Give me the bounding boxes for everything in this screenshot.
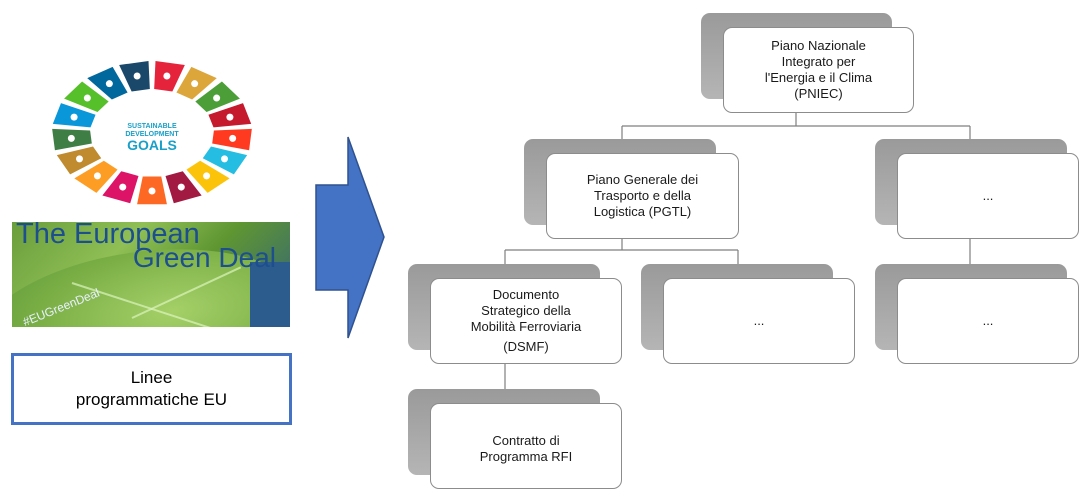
sdg-line2: DEVELOPMENT <box>125 131 179 138</box>
sdg-goal-icon <box>148 187 156 195</box>
pniec-line: (PNIEC) <box>794 86 843 101</box>
linee-programmatiche-box: Linee programmatiche EU <box>11 353 292 425</box>
pgtl-line: Logistica (PGTL) <box>593 204 692 219</box>
dsmf-line: Documento <box>492 287 560 302</box>
node-pniec: Piano Nazionale Integrato per l'Energia … <box>701 13 914 113</box>
right-top-text: ... <box>982 188 994 203</box>
node-dsmf-box: Documento Strategico della Mobilità Ferr… <box>430 278 622 364</box>
node-pniec-box: Piano Nazionale Integrato per l'Energia … <box>723 27 914 113</box>
sdg-goal-icon <box>163 72 171 80</box>
sdg-goal-icon <box>226 113 234 121</box>
node-pgtl-box: Piano Generale dei Trasporto e della Log… <box>546 153 739 239</box>
dsmf-line: Mobilità Ferroviaria <box>470 319 582 334</box>
right-arrow-icon <box>315 136 385 339</box>
dsmf-line: (DSMF) <box>503 339 549 354</box>
dsmf-line: Strategico della <box>481 303 571 318</box>
node-rfi-box: Contratto di Programma RFI <box>430 403 622 489</box>
sdg-goal-icon <box>119 183 127 191</box>
green-deal-title-line1: The European <box>16 222 200 250</box>
node-dsmf: Documento Strategico della Mobilità Ferr… <box>408 264 622 364</box>
sdg-wheel-logo: SUSTAINABLE DEVELOPMENT GOALS <box>52 61 252 205</box>
sdg-goal-icon <box>221 155 229 163</box>
node-right-bottom-box: ... <box>897 278 1079 364</box>
connector-pniec-children <box>621 112 971 140</box>
eu-flag-corner <box>250 262 290 327</box>
linee-line2: programmatiche EU <box>75 390 228 409</box>
sdg-line3: GOALS <box>127 137 177 153</box>
sdg-goal-icon <box>203 172 211 180</box>
pgtl-line: Piano Generale dei <box>586 172 699 187</box>
linee-line1: Linee <box>130 368 173 387</box>
sdg-goal-icon <box>229 134 237 142</box>
node-right-top-box: ... <box>897 153 1079 239</box>
node-right-bottom: ... <box>875 264 1079 364</box>
pniec-line: l'Energia e il Clima <box>764 70 873 85</box>
sdg-goal-icon <box>213 94 221 102</box>
pgtl-line: Trasporto e della <box>593 188 692 203</box>
sdg-goal-icon <box>133 72 141 80</box>
sdg-line1: SUSTAINABLE <box>127 123 177 130</box>
node-rfi: Contratto di Programma RFI <box>408 389 622 489</box>
node-pgtl: Piano Generale dei Trasporto e della Log… <box>524 139 739 239</box>
node-mid-bottom-box: ... <box>663 278 855 364</box>
sdg-goal-icon <box>191 80 199 88</box>
sdg-goal-icon <box>83 94 91 102</box>
pniec-line: Piano Nazionale <box>771 38 866 53</box>
sdg-goal-icon <box>70 113 78 121</box>
sdg-goal-icon <box>93 172 101 180</box>
rfi-line: Programma RFI <box>479 449 573 464</box>
sdg-goal-icon <box>105 80 113 88</box>
pniec-line: Integrato per <box>781 54 856 69</box>
node-mid-bottom: ... <box>641 264 855 364</box>
sdg-goal-icon <box>75 155 83 163</box>
mid-bottom-text: ... <box>753 313 765 328</box>
sdg-goal-icon <box>67 134 75 142</box>
rfi-line: Contratto di <box>492 433 560 448</box>
european-green-deal-banner: The European Green Deal #EUGreenDeal <box>12 222 290 327</box>
right-bottom-text: ... <box>982 313 994 328</box>
green-deal-title-line2: Green Deal <box>132 242 276 273</box>
sdg-goal-icon <box>177 183 185 191</box>
node-right-top: ... <box>875 139 1079 239</box>
